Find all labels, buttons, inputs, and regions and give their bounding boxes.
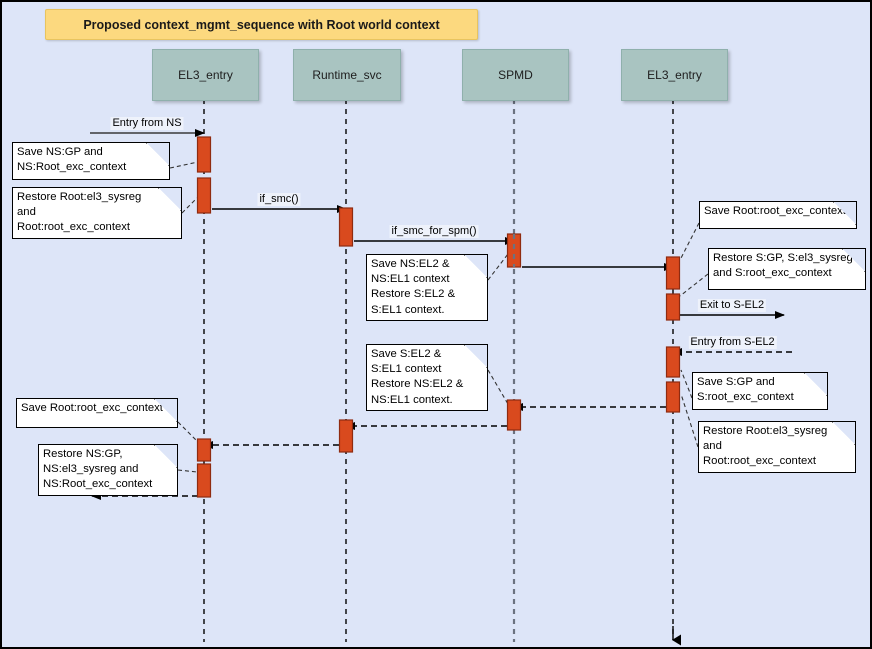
activation-bar	[665, 381, 681, 413]
note-fold-corner-icon	[146, 143, 169, 166]
note-connector	[487, 369, 509, 405]
note-text: Restore Root:el3_sysreg and Root:root_ex…	[17, 191, 142, 234]
note-connector	[181, 197, 198, 214]
lifeline-header-el3_entry_right[interactable]: EL3_entry	[621, 49, 728, 101]
note-fold-corner-icon	[832, 422, 855, 445]
activation-bar	[196, 438, 212, 462]
note-fold-corner-icon	[804, 373, 827, 396]
note-text: Restore S:GP, S:el3_sysreg and S:root_ex…	[713, 252, 853, 280]
note-connector	[680, 369, 693, 399]
note-save-s-gp: Save S:GP and S:root_exc_context	[692, 372, 828, 410]
message-label-if-smc: if_smc()	[257, 193, 301, 206]
note-text: Restore Root:el3_sysreg and Root:root_ex…	[703, 425, 828, 468]
note-text: Save Root:root_exc_context	[21, 402, 163, 414]
note-fold-corner-icon	[464, 255, 487, 278]
activation-bar	[665, 256, 681, 290]
note-text: Save S:GP and S:root_exc_context	[697, 376, 794, 404]
note-connector	[679, 273, 709, 297]
note-connector	[679, 222, 700, 261]
lifeline-header-el3_entry_left[interactable]: EL3_entry	[152, 49, 259, 101]
note-connector	[169, 161, 199, 169]
activation-bars	[196, 136, 681, 498]
activation-bar	[196, 136, 212, 173]
note-connector	[177, 469, 198, 473]
activation-bar	[665, 346, 681, 378]
activation-bar	[338, 419, 354, 453]
note-text: Save Root:root_exc_context	[704, 205, 846, 217]
message-arrow-lines	[90, 129, 792, 500]
note-save-ns-el2: Save NS:EL2 & NS:EL1 context Restore S:E…	[366, 254, 488, 321]
note-save-s-el2: Save S:EL2 & S:EL1 context Restore NS:EL…	[366, 344, 488, 411]
lifeline-label: EL3_entry	[178, 68, 233, 82]
note-fold-corner-icon	[154, 445, 177, 468]
note-connector	[177, 421, 199, 443]
note-text: Save S:EL2 & S:EL1 context Restore NS:EL…	[371, 348, 464, 406]
activation-bar	[338, 207, 354, 247]
note-text: Restore NS:GP, NS:el3_sysreg and NS:Root…	[43, 448, 153, 491]
activation-bar	[196, 177, 212, 214]
message-label-entry-from-s-el2: Entry from S-EL2	[688, 336, 777, 349]
lifeline-label: EL3_entry	[647, 68, 702, 82]
note-connector	[680, 393, 699, 448]
lifeline-label: SPMD	[498, 68, 533, 82]
note-connector-lines	[169, 161, 709, 473]
activation-bar	[506, 399, 522, 431]
note-restore-root-2: Restore Root:el3_sysreg and Root:root_ex…	[698, 421, 856, 473]
activation-bar	[665, 293, 681, 321]
note-fold-corner-icon	[464, 345, 487, 368]
page-title: Proposed context_mgmt_sequence with Root…	[83, 17, 440, 32]
lifeline-header-spmd[interactable]: SPMD	[462, 49, 569, 101]
note-restore-ns-gp: Restore NS:GP, NS:el3_sysreg and NS:Root…	[38, 444, 178, 496]
message-label-exit-to-s-el2: Exit to S-EL2	[697, 299, 767, 312]
note-restore-root-1: Restore Root:el3_sysreg and Root:root_ex…	[12, 187, 182, 239]
note-text: Save NS:GP and NS:Root_exc_context	[17, 146, 127, 174]
lifeline-header-runtime_svc[interactable]: Runtime_svc	[293, 49, 401, 101]
note-text: Save NS:EL2 & NS:EL1 context Restore S:E…	[371, 258, 456, 316]
note-save-root-exc-r: Save Root:root_exc_context	[699, 201, 857, 229]
activation-bar	[196, 463, 212, 498]
note-connector	[487, 253, 509, 281]
lifeline-label: Runtime_svc	[312, 68, 382, 82]
diagram-title-banner: Proposed context_mgmt_sequence with Root…	[45, 9, 478, 40]
note-fold-corner-icon	[158, 188, 181, 211]
message-label-if-smc-for-spm: if_smc_for_spm()	[389, 225, 479, 238]
note-save-root-exc-l: Save Root:root_exc_context	[16, 398, 178, 428]
message-label-entry-from-ns: Entry from NS	[110, 117, 184, 130]
note-save-ns-gp: Save NS:GP and NS:Root_exc_context	[12, 142, 170, 180]
note-restore-s-gp: Restore S:GP, S:el3_sysreg and S:root_ex…	[708, 248, 866, 290]
